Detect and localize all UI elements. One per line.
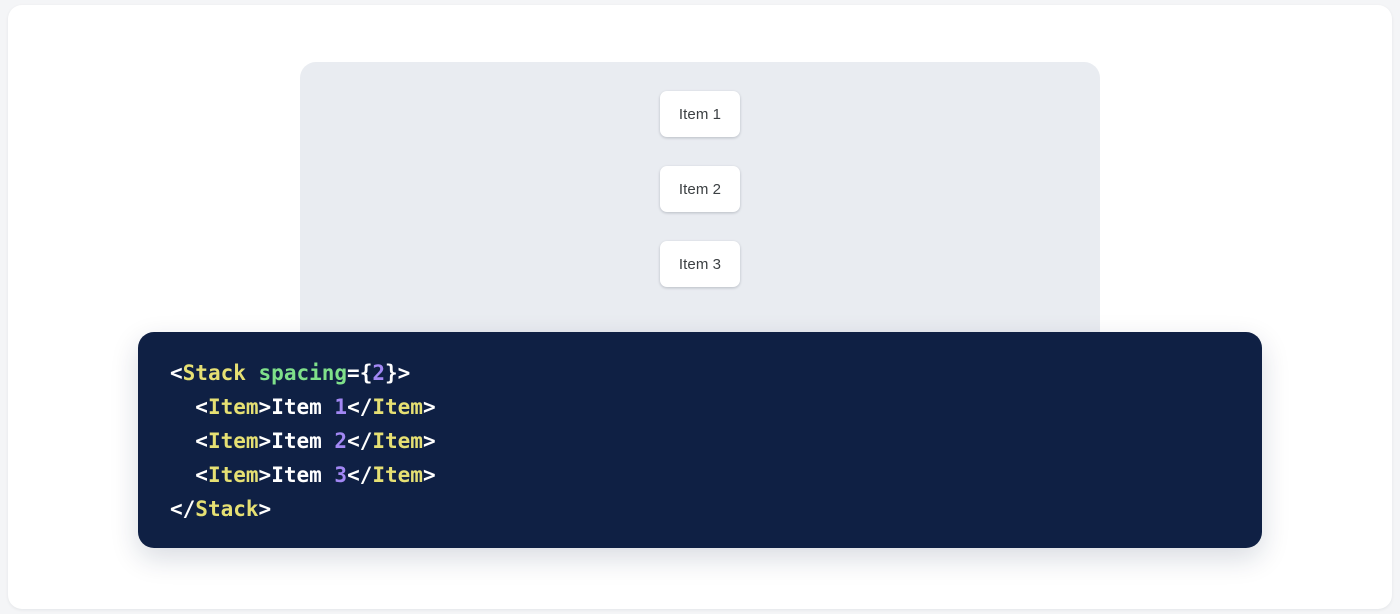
code-token-tag: Item: [372, 395, 423, 419]
code-token-punct: ={: [347, 361, 373, 385]
stack-item-label: Item 1: [678, 105, 722, 123]
code-token-tag: Stack: [195, 497, 259, 521]
code-token-punct: </: [170, 497, 196, 521]
code-token-text: Item: [271, 463, 335, 487]
code-token-tag: Item: [207, 429, 259, 453]
code-token-tag: Stack: [182, 361, 246, 385]
code-token-punct: >: [258, 497, 272, 521]
code-token-num: 2: [334, 429, 348, 453]
code-snippet-block[interactable]: <Stack spacing={2}> <Item>Item 1</Item> …: [138, 332, 1262, 548]
code-token-text: Item: [271, 429, 335, 453]
code-token-punct: >: [258, 395, 272, 419]
code-snippet-text: <Stack spacing={2}> <Item>Item 1</Item> …: [170, 356, 1262, 526]
stack-container: Item 1 Item 2 Item 3: [660, 91, 740, 287]
code-token-tag: Item: [207, 463, 259, 487]
stack-item-label: Item 2: [678, 180, 722, 198]
code-token-num: 3: [334, 463, 348, 487]
code-token-punct: <: [170, 361, 183, 385]
code-token-num: 1: [334, 395, 348, 419]
code-token-punct: >: [258, 463, 272, 487]
code-token-punct: >: [422, 395, 436, 419]
code-token-tag: Item: [372, 429, 423, 453]
code-token-punct: </: [347, 463, 373, 487]
code-token-text: Item: [271, 395, 335, 419]
code-token-num: 2: [372, 361, 385, 385]
stack-item[interactable]: Item 3: [660, 241, 740, 287]
code-token-attr: spacing: [258, 361, 348, 385]
code-token-punct: </: [347, 395, 373, 419]
code-token-punct: <: [195, 429, 208, 453]
stack-item-label: Item 3: [678, 255, 722, 273]
code-token-punct: }>: [385, 361, 411, 385]
code-token-tag: Item: [372, 463, 423, 487]
component-preview-panel: Item 1 Item 2 Item 3: [300, 62, 1100, 362]
code-token-punct: >: [422, 429, 436, 453]
code-token-punct: <: [195, 395, 208, 419]
code-token-punct: <: [195, 463, 208, 487]
stack-item[interactable]: Item 2: [660, 166, 740, 212]
stack-item[interactable]: Item 1: [660, 91, 740, 137]
code-token-punct: [246, 361, 259, 385]
code-token-punct: </: [347, 429, 373, 453]
code-token-punct: >: [422, 463, 436, 487]
code-token-punct: >: [258, 429, 272, 453]
code-token-tag: Item: [207, 395, 259, 419]
